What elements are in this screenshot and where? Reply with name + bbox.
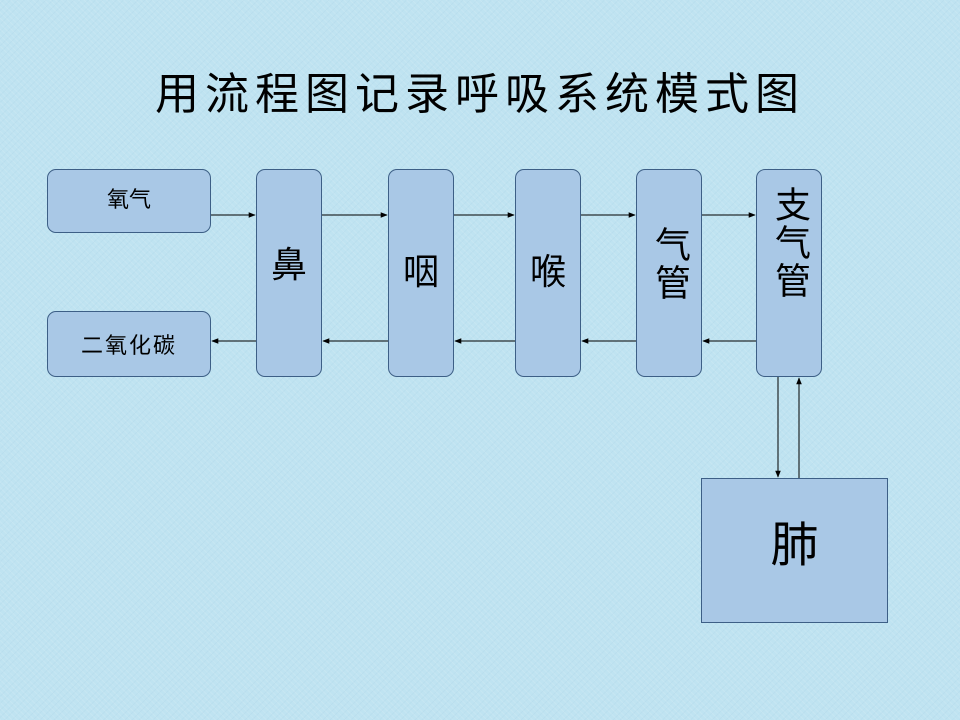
node-trachea: 气管 <box>636 169 702 377</box>
node-trachea-label: 气管 <box>649 226 690 302</box>
node-bronchus-label: 支气管 <box>769 186 810 300</box>
node-bronchus: 支气管 <box>756 169 822 377</box>
node-oxygen: 氧气 <box>47 169 211 233</box>
node-lung: 肺 <box>701 478 888 623</box>
diagram-title: 用流程图记录呼吸系统模式图 <box>155 69 805 120</box>
node-nose: 鼻 <box>256 169 322 377</box>
node-pharynx: 咽 <box>388 169 454 377</box>
node-carbon-dioxide: 二氧化碳 <box>47 311 211 377</box>
node-larynx: 喉 <box>515 169 581 377</box>
